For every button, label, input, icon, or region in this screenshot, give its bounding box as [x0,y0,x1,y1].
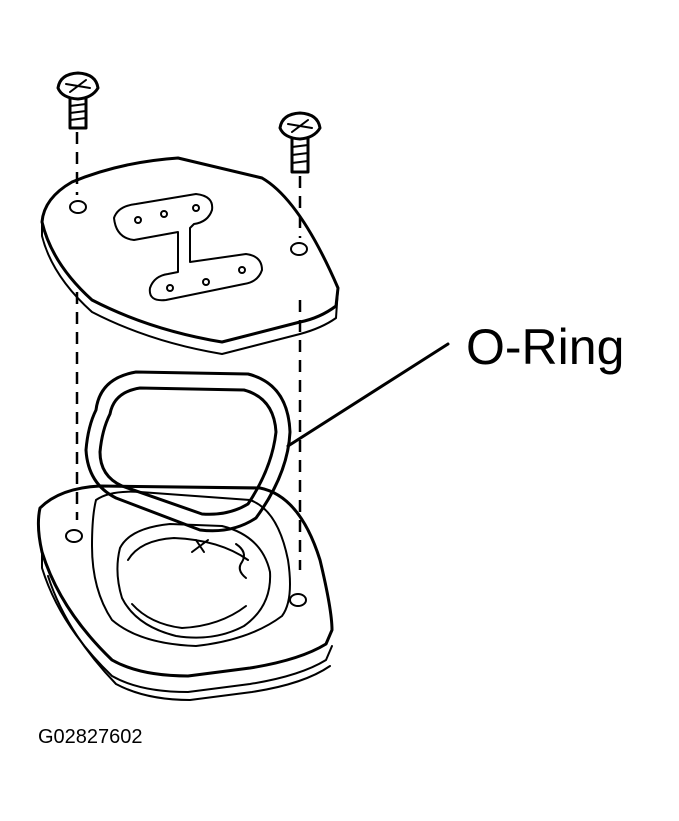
screw-right [278,111,322,174]
cover-plate [40,156,340,355]
figure-code: G02827602 [38,726,143,748]
o-ring [84,370,292,533]
alignment-lines [75,132,302,570]
base-housing [36,484,334,701]
o-ring-label: O-Ring [466,319,625,375]
o-ring-leader-line [286,342,450,448]
screw-left [56,71,100,130]
